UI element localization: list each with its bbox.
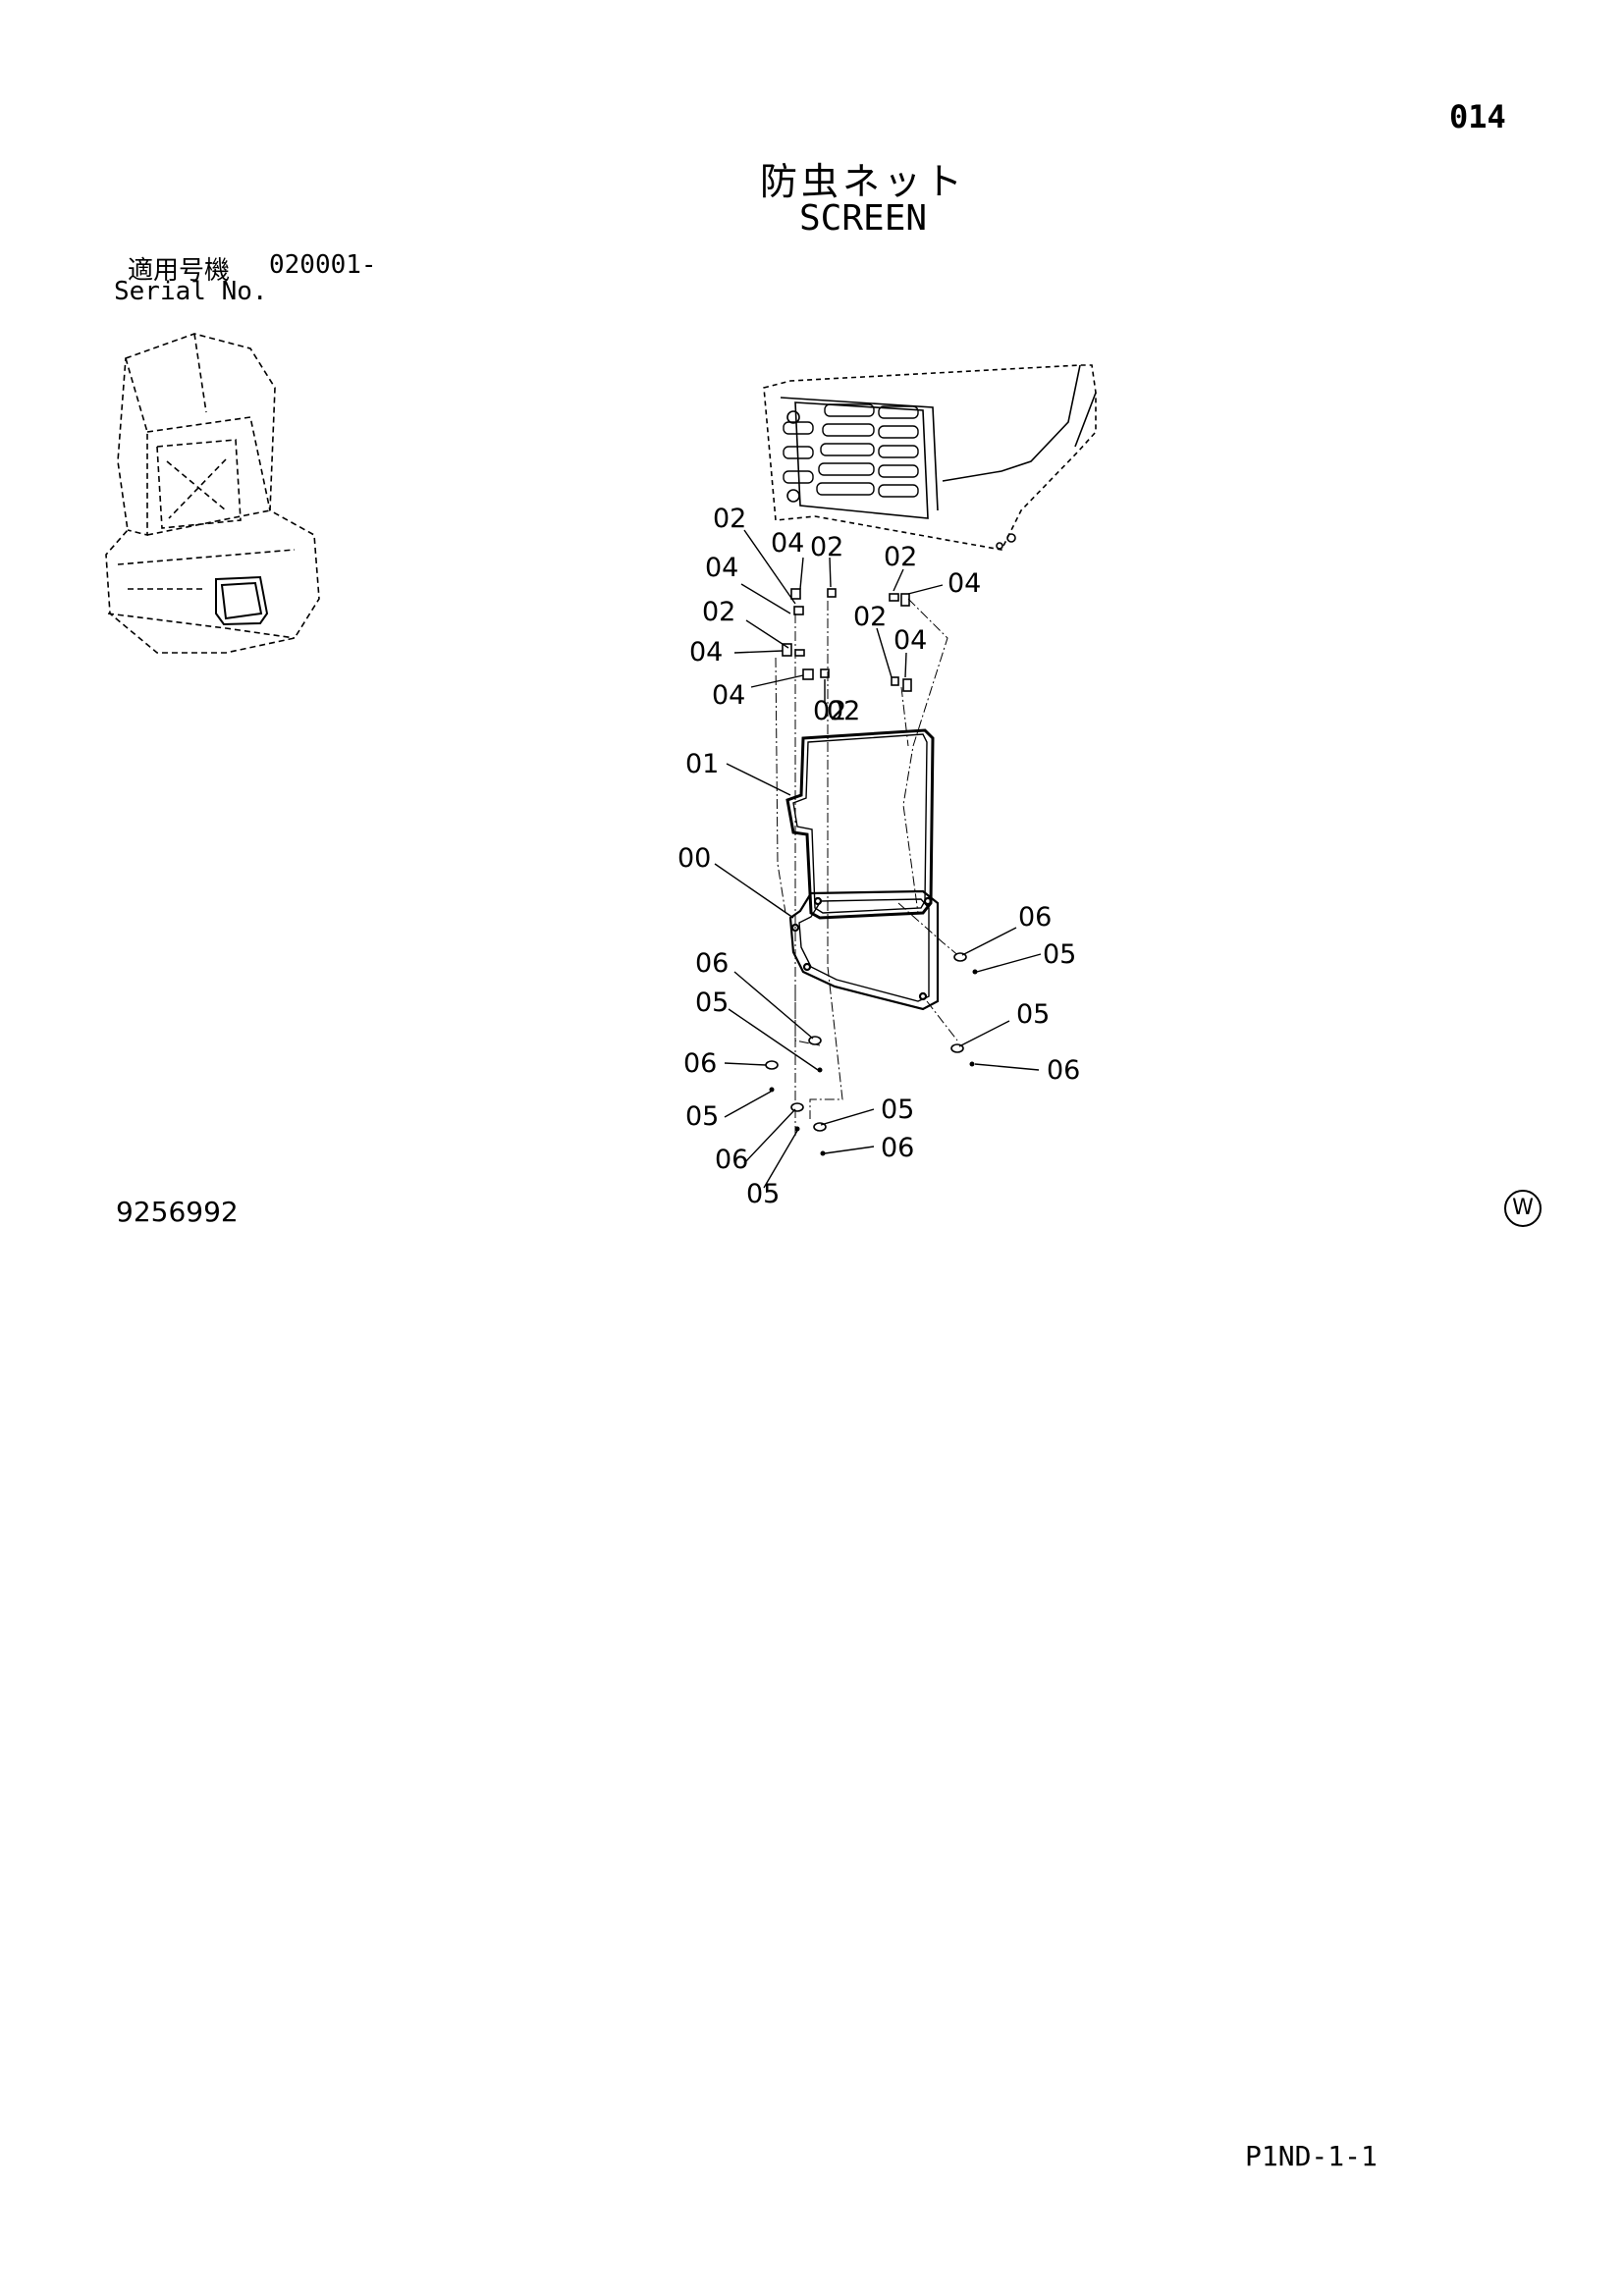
footer-code: P1ND-1-1 (1245, 2140, 1378, 2172)
leader-lines (714, 529, 1042, 1189)
callout-label: 05 (695, 988, 729, 1018)
callout-labels: 02 04 02 02 04 02 04 02 02 04 04 02 04 0… (677, 504, 1080, 1209)
alignment-lines (775, 598, 961, 1139)
callout-label: 02 (813, 696, 846, 726)
parts-exploded-diagram: 02 04 02 02 04 02 04 02 02 04 04 02 04 0… (105, 333, 1097, 1209)
callout-label: 02 (827, 696, 860, 726)
callout-label: 06 (683, 1048, 717, 1079)
callout-label: 06 (1018, 902, 1052, 933)
washers-part-06 (765, 952, 967, 1132)
callout-label: 02 (702, 597, 735, 627)
callout-label: 00 (677, 843, 711, 874)
callout-label: 02 (853, 602, 887, 632)
callout-label: 05 (1043, 939, 1076, 970)
serial-label-japanese: 適用号機 (128, 256, 231, 286)
callout-label: 02 (884, 542, 917, 572)
callout-label: 01 (685, 749, 719, 779)
clip-hardware (782, 588, 912, 692)
callout-label: 04 (771, 528, 804, 559)
screen-location-highlight (215, 575, 269, 626)
seal-part-01 (785, 728, 935, 920)
callout-label: 05 (685, 1101, 719, 1132)
callout-label: 05 (881, 1095, 914, 1125)
title-english: SCREEN (799, 198, 928, 239)
side-cover-panel (763, 364, 1097, 551)
drawing-number: 9256992 (116, 1196, 239, 1228)
callout-label: 04 (712, 680, 745, 711)
screen-frame-part-00 (788, 889, 940, 1011)
title-japanese: 防虫ネット (760, 160, 967, 203)
callout-label: 06 (695, 948, 729, 979)
callout-label: 04 (893, 625, 927, 656)
callout-label: 06 (715, 1145, 748, 1175)
screws-part-05 (769, 969, 978, 1156)
callout-label: 06 (1047, 1055, 1080, 1086)
callout-label: 06 (881, 1133, 914, 1163)
callout-label: 02 (810, 532, 843, 562)
serial-label-english: Serial No. (114, 277, 268, 306)
callout-label: 04 (705, 553, 738, 583)
serial-range: 020001- (269, 250, 377, 280)
callout-label: 04 (689, 637, 723, 667)
machine-overview-illustration (105, 333, 320, 654)
callout-label: 05 (1016, 999, 1050, 1030)
brand-mark-icon: W (1504, 1190, 1542, 1227)
callout-label: 05 (746, 1179, 780, 1209)
callout-label: 02 (713, 504, 746, 534)
page-number: 014 (1449, 98, 1506, 135)
callout-label: 04 (947, 568, 981, 599)
